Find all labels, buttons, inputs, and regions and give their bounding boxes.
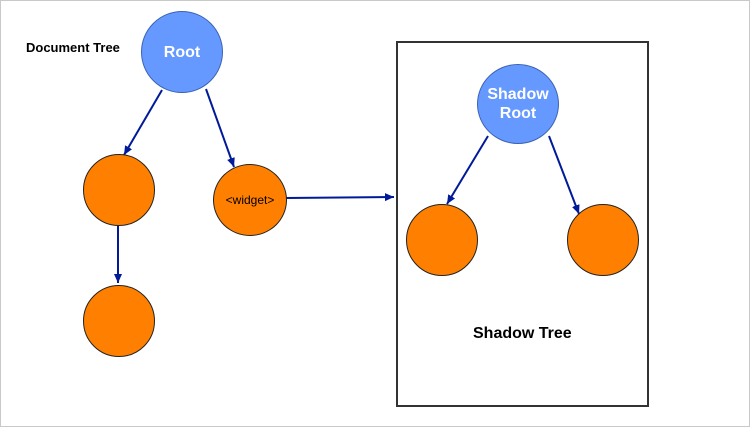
- document-tree-label: Document Tree: [26, 40, 120, 55]
- shadow-child-right-node: [567, 204, 639, 276]
- widget-node: <widget>: [213, 164, 287, 236]
- root-node: Root: [141, 11, 223, 93]
- edge-root-to-left-child: [123, 89, 163, 156]
- shadow-root-node: Shadow Root: [477, 64, 559, 144]
- root-node-label: Root: [163, 43, 201, 61]
- doc-grandchild-node: [83, 285, 155, 357]
- edge-root-to-widget: [205, 88, 235, 168]
- shadow-root-node-label: Shadow Root: [487, 86, 549, 122]
- shadow-child-left-node: [406, 204, 478, 276]
- shadow-tree-label: Shadow Tree: [473, 325, 572, 342]
- shadow-tree-box: [396, 41, 649, 407]
- edge-widget-to-shadow-tree: [285, 193, 395, 202]
- widget-node-label: <widget>: [225, 193, 275, 207]
- doc-child-left-node: [83, 154, 155, 226]
